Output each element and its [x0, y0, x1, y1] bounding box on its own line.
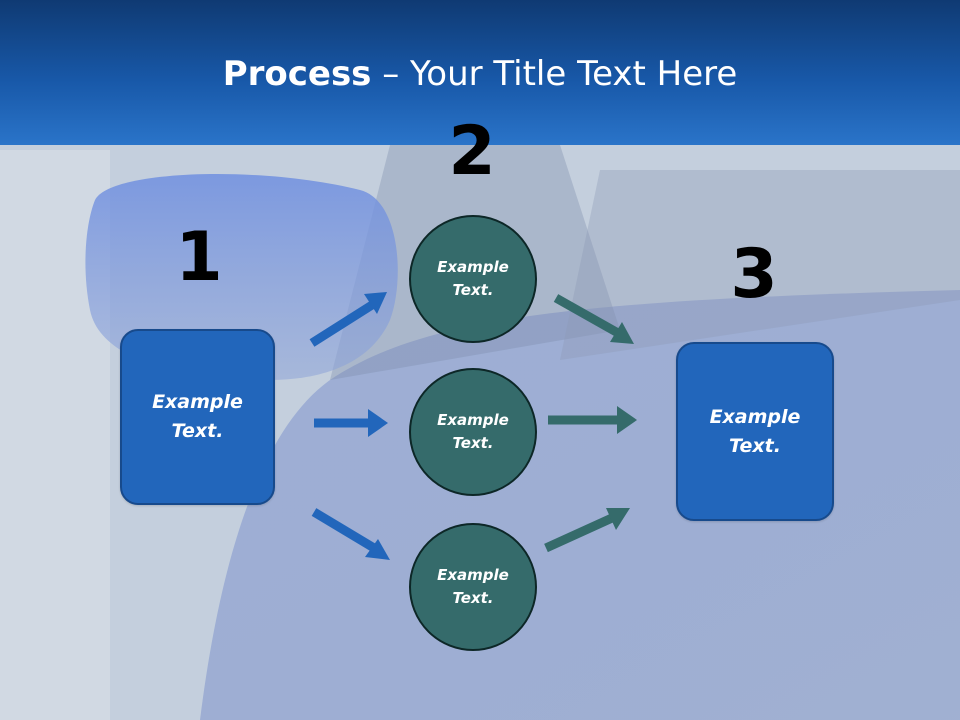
step-1-box: Example Text. [120, 329, 275, 505]
step-2-circle-top: Example Text. [409, 215, 537, 343]
step-3-number: 3 [730, 235, 778, 314]
slide-title: Process – Your Title Text Here [0, 52, 960, 96]
title-rest-part: – Your Title Text Here [371, 54, 738, 94]
step-1-number: 1 [175, 218, 223, 297]
step-2-number: 2 [448, 112, 496, 191]
step-2-circle-middle: Example Text. [409, 368, 537, 496]
title-bar [0, 0, 960, 145]
title-bold-part: Process [222, 54, 372, 94]
step-2-circle-bottom: Example Text. [409, 523, 537, 651]
step-3-box: Example Text. [676, 342, 834, 521]
